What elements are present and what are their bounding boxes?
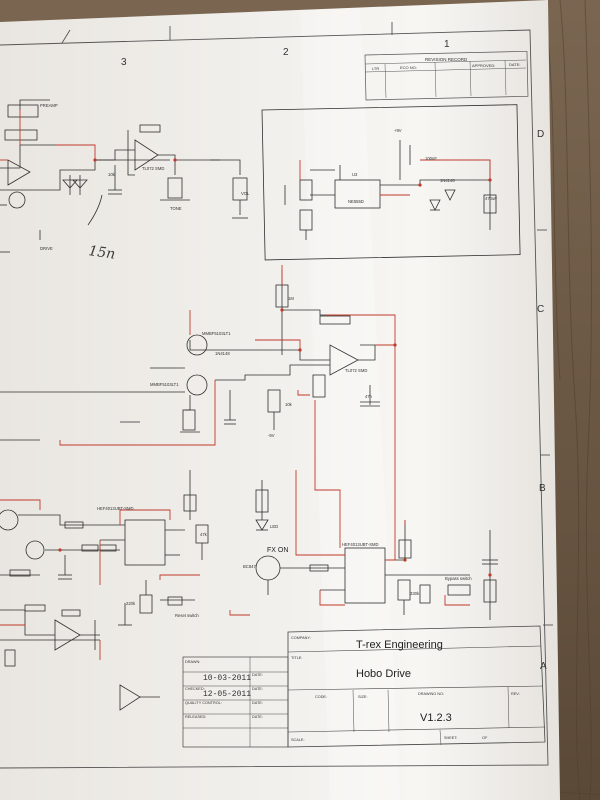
- quality-date-label: DATE:: [252, 701, 263, 705]
- title-block: [182, 625, 546, 748]
- label-bypass-switch: Bypass switch: [445, 576, 472, 581]
- drawn-date-label: DATE:: [252, 673, 263, 677]
- border-number-1: 1: [444, 39, 450, 50]
- checked-date-label: DATE:: [252, 687, 263, 691]
- label-bc847: BC847: [243, 564, 256, 569]
- rev-label: REV:: [511, 692, 520, 696]
- quality-label: QUALITY CONTROL:: [185, 701, 222, 705]
- highlighted-traces: [0, 110, 491, 660]
- junction-dots: [58, 158, 492, 577]
- border-number-3: 3: [121, 57, 127, 68]
- paper-shadow-band: [300, 8, 400, 800]
- label-47n: 47n: [365, 394, 373, 399]
- label-mosfet-b: MMBF5103LT1: [150, 382, 179, 387]
- label-10k-b: 10k: [285, 402, 293, 407]
- drawn-label: DRAWN:: [185, 660, 200, 664]
- company-label: COMPANY:: [291, 636, 311, 640]
- label-ic-tl072: TL072 SMD: [142, 166, 164, 171]
- drawing-no-label: DRAWING NO:: [418, 692, 444, 696]
- label-vol: VOL: [241, 191, 250, 196]
- revision-record: REVISION RECORD LTR ECO NO: APPROVED: DA…: [364, 50, 529, 101]
- title-label: TITLE:: [291, 656, 302, 660]
- label-led: LED: [270, 524, 278, 529]
- checked-date: 12-05-2011: [203, 690, 251, 699]
- released-date-label: DATE:: [252, 715, 263, 719]
- border-letter-b: B: [539, 483, 546, 494]
- border-markers: 3 2 1 D C B A: [121, 39, 547, 672]
- size-label: SIZE:: [358, 695, 368, 699]
- title-block-text: DRAWN: 10-03-2011 DATE: CHECKED: 12-05-2…: [185, 636, 520, 742]
- label-470uf: 470uF: [485, 196, 497, 201]
- checked-label: CHECKED:: [185, 687, 205, 691]
- label-flipflop-2: HEF4013UBT-SMD: [342, 542, 379, 547]
- sheet-label: SHEET:: [444, 736, 457, 740]
- border-letter-c: C: [537, 304, 544, 315]
- label-flipflop-1: HEF4013UBT-SMD: [97, 506, 134, 511]
- drawing-frame: [0, 22, 553, 769]
- border-letter-a: A: [540, 661, 547, 672]
- code-label: CODE:: [315, 695, 327, 699]
- revision-title: REVISION RECORD: [425, 57, 468, 62]
- label-fx-on: FX ON: [267, 547, 288, 554]
- label-220k: 220k: [126, 601, 136, 606]
- label-mosfet-a: MMBF5103LT1: [202, 331, 231, 336]
- handwritten-arrow: [87, 194, 103, 226]
- label-10k: 10k: [108, 172, 116, 177]
- drawn-date: 10-03-2011: [203, 674, 251, 683]
- revision-col-ltr: LTR: [372, 66, 379, 71]
- released-label: RELEASED:: [185, 715, 206, 719]
- scale-label: SCALE:: [291, 738, 305, 742]
- drawing-title: Hobo Drive: [356, 668, 411, 680]
- label-tone: TONE: [170, 206, 182, 211]
- border-letter-d: D: [537, 129, 544, 140]
- label-plus9v: +9V: [394, 128, 402, 133]
- drawing-number: V1.2.3: [420, 712, 452, 724]
- label-ne555: NE555D: [348, 199, 364, 204]
- revision-col-date: DATE:: [509, 62, 520, 67]
- label-preamp: PREAMP: [40, 103, 58, 108]
- handwritten-note: 15n: [87, 243, 116, 263]
- company-name: T-rex Engineering: [356, 639, 443, 651]
- border-number-2: 2: [283, 47, 289, 58]
- label-330k: 330k: [410, 591, 420, 596]
- schematic: [0, 99, 521, 711]
- label-diode-1n: 1N4148: [215, 351, 230, 356]
- component-labels: PREAMP TL072 SMD NE555D U3 MMBF5103LT1 M…: [40, 103, 497, 618]
- of-label: OF: [482, 736, 488, 740]
- revision-col-approved: APPROVED:: [472, 63, 495, 68]
- label-100nf: 100nF: [425, 156, 437, 161]
- label-47k: 47k: [200, 532, 208, 537]
- revision-col-eco: ECO NO:: [400, 65, 417, 70]
- label-diode-d1: 1N4148: [440, 178, 455, 183]
- label-u3: U3: [352, 172, 358, 177]
- label-minus9v: -9V: [268, 433, 275, 438]
- label-drive: DRIVE: [40, 246, 53, 251]
- label-1m: 1M: [288, 296, 294, 301]
- label-opamp-c: TL072 SMD: [345, 368, 367, 373]
- label-reset-switch: Reset switch: [175, 613, 199, 618]
